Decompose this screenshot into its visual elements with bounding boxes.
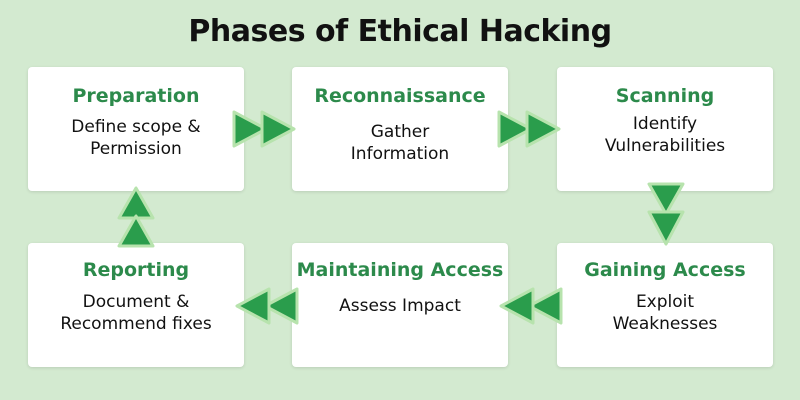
phase-card-gaining-access: Gaining Access Exploit Weaknesses: [557, 243, 773, 367]
phase-card-scanning: Scanning Identify Vulnerabilities: [557, 67, 773, 191]
phase-description: Assess Impact: [339, 296, 461, 316]
phase-heading: Preparation: [72, 85, 200, 107]
phase-description: Define scope & Permission: [71, 117, 201, 159]
phase-heading: Scanning: [615, 85, 715, 107]
phase-description: Exploit Weaknesses: [612, 292, 718, 334]
double-arrow-up-icon: [117, 186, 155, 248]
double-arrow-left-icon: [235, 287, 299, 325]
phase-card-preparation: Preparation Define scope & Permission: [28, 67, 244, 191]
phase-description: Document & Recommend fixes: [60, 292, 212, 334]
phase-card-reporting: Reporting Document & Recommend fixes: [28, 243, 244, 367]
phase-description: Gather Information: [350, 122, 450, 164]
double-arrow-left-icon: [499, 287, 563, 325]
phase-description: Identify Vulnerabilities: [604, 114, 726, 156]
phase-card-reconnaissance: Reconnaissance Gather Information: [292, 67, 508, 191]
phase-heading: Gaining Access: [584, 259, 746, 281]
double-arrow-down-icon: [647, 182, 685, 246]
phase-heading: Reconnaissance: [314, 85, 486, 107]
phase-heading: Maintaining Access: [296, 259, 504, 281]
double-arrow-right-icon: [232, 110, 296, 148]
phase-heading: Reporting: [82, 259, 190, 281]
diagram-title: Phases of Ethical Hacking: [188, 14, 612, 49]
double-arrow-right-icon: [497, 110, 561, 148]
phase-card-maintaining-access: Maintaining Access Assess Impact: [292, 243, 508, 367]
